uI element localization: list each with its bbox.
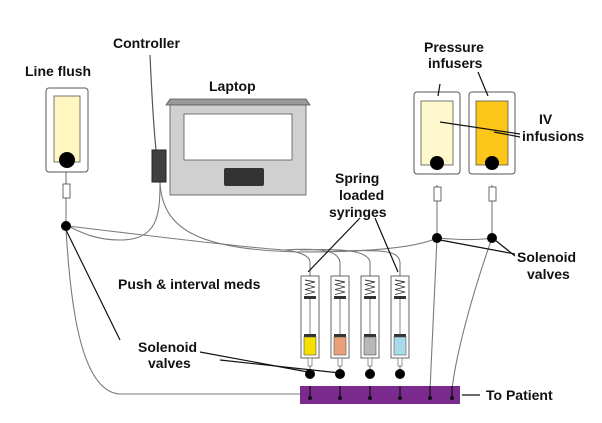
syringe-icon xyxy=(360,275,380,379)
label-pressure-1: Pressure xyxy=(424,39,484,55)
syringe-icon xyxy=(330,275,350,379)
syringes xyxy=(300,275,410,379)
pointer-lines xyxy=(65,71,521,396)
label-controller: Controller xyxy=(113,35,180,51)
label-solenoid-right-1: Solenoid xyxy=(517,249,576,265)
label-spring-2: loaded xyxy=(339,187,384,203)
line-flush-valve xyxy=(61,221,71,231)
labels: Line flush Controller Laptop Pressure in… xyxy=(25,35,584,403)
label-iv-2: infusions xyxy=(522,128,584,144)
label-laptop: Laptop xyxy=(209,78,256,94)
laptop-icon xyxy=(165,98,311,196)
label-solenoid-left-1: Solenoid xyxy=(138,339,197,355)
label-pressure-2: infusers xyxy=(428,55,483,71)
syringe-icon xyxy=(300,275,320,379)
pressure-infuser-right xyxy=(468,91,516,243)
label-spring-1: Spring xyxy=(335,170,379,186)
solenoid-valve-icon xyxy=(335,369,345,379)
label-iv-1: IV xyxy=(539,111,553,127)
syringe-icon xyxy=(390,275,410,379)
label-line-flush: Line flush xyxy=(25,63,91,79)
label-solenoid-right-2: valves xyxy=(527,266,570,282)
label-solenoid-left-2: valves xyxy=(148,355,191,371)
solenoid-valve-icon xyxy=(365,369,375,379)
label-to-patient: To Patient xyxy=(486,387,553,403)
solenoid-valve-icon xyxy=(395,369,405,379)
label-push-interval: Push & interval meds xyxy=(118,276,261,292)
pressure-infuser-left xyxy=(413,91,461,243)
label-spring-3: syringes xyxy=(329,204,387,220)
manifold-icon xyxy=(300,386,460,404)
controller-box xyxy=(151,149,167,183)
line-flush-bag xyxy=(45,87,89,231)
